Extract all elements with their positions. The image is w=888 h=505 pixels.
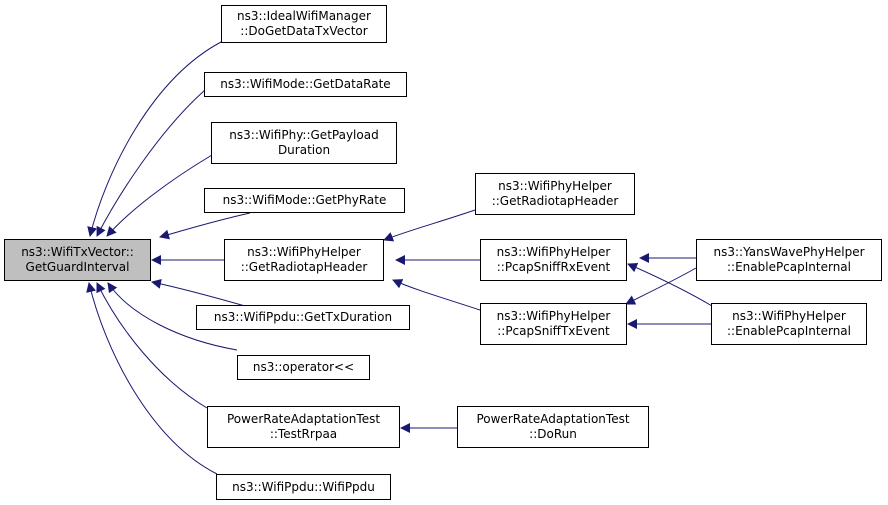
node-line-2: ::PcapSniffTxEvent [497,324,610,338]
node-helper-getradiotapheader-mid[interactable]: ns3::WifiPhyHelper ::GetRadiotapHeader [224,239,384,281]
edge-ppdu-ctor-to-root [86,282,218,475]
node-line-1: ns3::WifiPhyHelper [732,309,846,323]
node-line-1: ns3::WifiPhyHelper [496,309,611,323]
node-helper-pcapsnifftxevent[interactable]: ns3::WifiPhyHelper ::PcapSniffTxEvent [480,303,627,345]
node-line-1: ns3::WifiTxVector:: [21,245,134,259]
node-line-2: ::EnablePcapInternal [726,324,851,338]
node-helper-enablepcapinternal[interactable]: ns3::WifiPhyHelper ::EnablePcapInternal [711,303,867,345]
node-line-1: ns3::YansWavePhyHelper [713,245,865,259]
edge-operator-ll-to-root [107,282,238,351]
node-line-1: ns3::WifiMode::GetDataRate [220,77,391,91]
node-helper-pcapsniffrxevent[interactable]: ns3::WifiPhyHelper ::PcapSniffRxEvent [480,239,627,281]
node-line-1: ns3::WifiPhyHelper [496,245,611,259]
node-line-2: ::GetRadiotapHeader [240,260,368,274]
node-helper-getradiotapheader-right[interactable]: ns3::WifiPhyHelper ::GetRadiotapHeader [475,173,635,215]
node-root-getguardinterval[interactable]: ns3::WifiTxVector:: GetGuardInterval [4,239,151,281]
node-line-1: ns3::WifiMode::GetPhyRate [222,193,387,207]
node-prat-testrrpaa[interactable]: PowerRateAdaptationTest ::TestRrpaa [207,406,400,448]
node-line-2: ::TestRrpaa [269,427,338,441]
node-line-1: ns3::WifiPpdu::GetTxDuration [213,310,393,324]
edge-phy-payload-to-root [106,154,213,237]
node-line-2: GetGuardInterval [25,260,130,274]
node-line-1: PowerRateAdaptationTest [476,412,630,426]
node-ppdu-wifippdu[interactable]: ns3::WifiPpdu::WifiPpdu [216,474,391,500]
node-line-1: ns3::IdealWifiManager [237,9,371,23]
edge-ideal-manager-to-root [87,41,222,237]
node-line-1: ns3::WifiPhyHelper [498,179,612,193]
node-mode-getphyrate[interactable]: ns3::WifiMode::GetPhyRate [204,188,405,213]
edge-mode-phyrate-to-root [159,212,251,240]
node-line-2: ::EnablePcapInternal [726,260,851,274]
node-line-2: ::PcapSniffRxEvent [496,260,611,274]
node-line-1: ns3::WifiPhyHelper [247,245,361,259]
node-operator-shift[interactable]: ns3::operator<< [237,355,370,380]
node-ideal-manager-dogetdatatxvector[interactable]: ns3::IdealWifiManager ::DoGetDataTxVecto… [221,5,387,43]
node-mode-getdatarate[interactable]: ns3::WifiMode::GetDataRate [204,72,407,97]
node-prat-dorun[interactable]: PowerRateAdaptationTest ::DoRun [457,406,649,448]
node-ppdu-gettxduration[interactable]: ns3::WifiPpdu::GetTxDuration [196,305,410,330]
edge-helper-radiotap-right-to-helper-mid [383,209,476,242]
node-yans-enablepcapinternal[interactable]: ns3::YansWavePhyHelper ::EnablePcapInter… [696,239,882,281]
node-line-1: PowerRateAdaptationTest [226,412,381,426]
node-line-1: ns3::operator<< [252,360,355,374]
node-line-2: ::DoGetDataTxVector [240,24,368,38]
node-line-2: Duration [277,143,331,157]
edge-mode-datarate-to-root [96,89,206,237]
edge-prat-testrrpaa-to-root [96,282,208,409]
node-line-1: ns3::WifiPhy::GetPayload [229,128,379,142]
edge-snifftx-to-helper-mid [392,279,481,311]
node-line-1: ns3::WifiPpdu::WifiPpdu [232,479,375,494]
node-line-2: ::GetRadiotapHeader [491,194,619,208]
node-line-2: ::DoRun [529,427,577,441]
edge-helper-enablepcap-to-sniffrx [627,263,713,307]
edge-yans-enablepcap-to-snifftx [625,267,697,305]
node-phy-getpayloadduration[interactable]: ns3::WifiPhy::GetPayload Duration [211,122,397,164]
edge-ppdu-txduration-to-root [151,278,246,307]
